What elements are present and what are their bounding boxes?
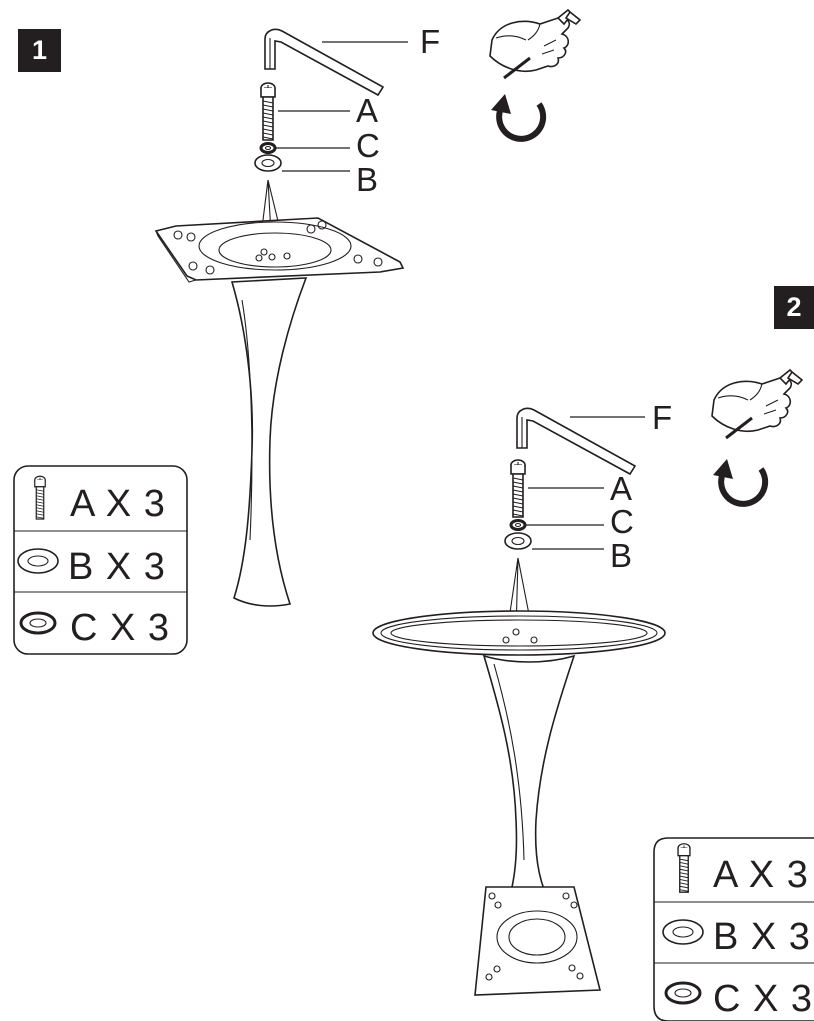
hex-key-icon (264, 28, 384, 96)
part-count-b: B X 3 (713, 916, 811, 958)
flat-washer-icon (504, 532, 532, 550)
rotate-clockwise-icon (713, 459, 765, 504)
hand-with-key-icon (710, 368, 804, 440)
flat-washer-icon (17, 548, 59, 574)
callout-a: A (610, 470, 632, 507)
bolt-icon (260, 82, 276, 141)
round-tabletop (372, 610, 666, 656)
base-plate (474, 886, 602, 996)
part-count-a: A X 3 (713, 854, 809, 896)
callout-f: F (420, 23, 440, 60)
parts-list: A X 3 B X 3 C X 3 (13, 465, 188, 655)
part-count-c: C X 3 (70, 607, 170, 649)
step-1-badge: 1 (18, 29, 61, 72)
callout-b: B (610, 537, 632, 574)
callout-a: A (356, 92, 378, 129)
bolt-icon (510, 459, 526, 518)
callout-f: F (652, 399, 672, 436)
parts-list: A X 3 B X 3 C X 3 (653, 837, 814, 1021)
part-count-a: A X 3 (70, 483, 166, 525)
hex-key-icon (516, 407, 636, 475)
part-count-c: C X 3 (713, 978, 813, 1020)
rotate-clockwise-icon (491, 94, 543, 139)
spring-washer-icon (19, 611, 57, 635)
hand-with-key-icon (488, 8, 582, 80)
callout-c: C (610, 503, 634, 540)
mounting-plate (154, 217, 405, 283)
part-count-b: B X 3 (68, 546, 166, 588)
spring-washer-icon (259, 142, 277, 154)
callout-c: C (356, 127, 380, 164)
step-1-assembly: F A C B (13, 8, 582, 655)
spring-washer-icon (664, 981, 702, 1005)
step-2-badge: 2 (774, 286, 814, 329)
bolt-icon (677, 843, 691, 893)
table-leg (482, 654, 576, 918)
spring-washer-icon (509, 519, 527, 531)
flat-washer-icon (662, 919, 704, 945)
flat-washer-icon (254, 154, 282, 172)
bolt-icon (34, 475, 46, 520)
callout-b: B (356, 161, 378, 198)
step-2-assembly: F A C B (372, 368, 814, 1021)
table-leg (230, 277, 308, 607)
